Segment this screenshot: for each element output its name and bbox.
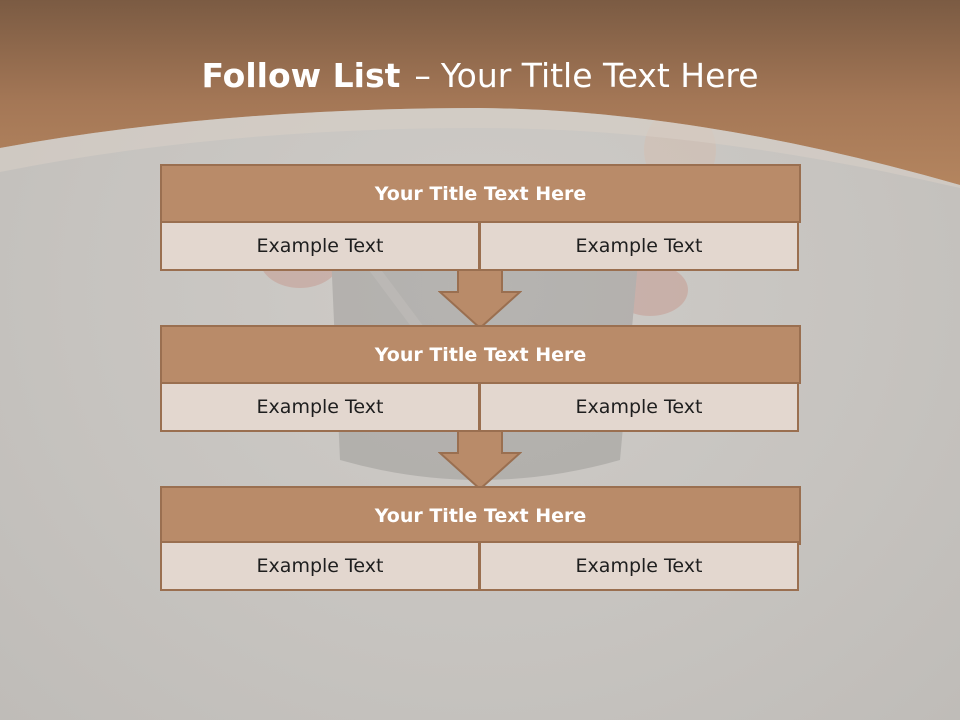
block-cell-left: Example Text <box>160 221 480 271</box>
block-cell-left: Example Text <box>160 541 480 591</box>
block-cell-right: Example Text <box>479 221 799 271</box>
down-arrow-icon <box>438 270 522 330</box>
block-header: Your Title Text Here <box>160 164 801 223</box>
block-cell-left: Example Text <box>160 382 480 432</box>
title-bold-text: Follow List <box>201 56 401 95</box>
block-cell-right: Example Text <box>479 382 799 432</box>
block-cell-right: Example Text <box>479 541 799 591</box>
slide-title: Follow List–Your Title Text Here <box>0 52 960 100</box>
down-arrow-icon <box>438 431 522 491</box>
block-header: Your Title Text Here <box>160 486 801 545</box>
title-separator: – <box>414 56 431 95</box>
block-header: Your Title Text Here <box>160 325 801 384</box>
title-rest-text: Your Title Text Here <box>440 56 759 95</box>
